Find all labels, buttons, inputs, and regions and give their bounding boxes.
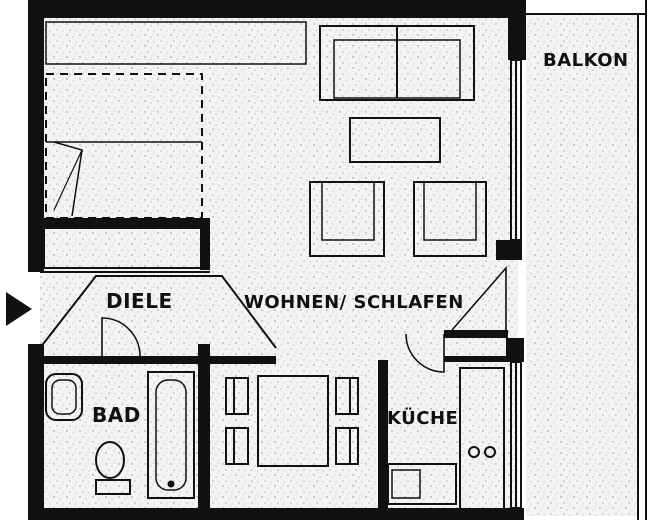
diele-furniture	[39, 227, 277, 349]
dining-table	[257, 375, 329, 467]
armchair-left	[309, 181, 385, 257]
dining-set	[225, 375, 359, 467]
coffee-table	[349, 117, 441, 163]
wall-niche-side	[200, 218, 210, 270]
wall-kueche-left	[378, 360, 388, 510]
toilet	[95, 441, 125, 479]
wall-kueche-top2	[444, 356, 508, 362]
label-wohnen-schlafen: WOHNEN/ SCHLAFEN	[244, 292, 464, 313]
room-labels: BALKON DIELE WOHNEN/ SCHLAFEN BAD KÜCHE	[92, 50, 629, 429]
wall-right-lower	[506, 338, 524, 362]
label-balkon: BALKON	[543, 50, 629, 71]
label-diele: DIELE	[106, 289, 173, 313]
wall-kueche-top	[444, 330, 508, 338]
floor-balkon	[526, 14, 638, 516]
door-bad	[101, 317, 141, 357]
floor-areas	[40, 14, 638, 516]
balcony-outline	[526, 0, 647, 520]
bathtub	[147, 371, 195, 499]
windows	[510, 59, 522, 509]
kitchen-counter	[459, 367, 505, 511]
kitchen-fixtures	[387, 367, 505, 511]
door-kueche	[405, 333, 445, 373]
walls	[28, 0, 526, 520]
sink	[45, 373, 83, 421]
sofa	[319, 25, 475, 101]
armchair-right	[413, 181, 487, 257]
bed	[45, 73, 203, 219]
door-balkon	[451, 265, 507, 331]
doors	[101, 265, 507, 373]
entrance-arrow-icon	[6, 292, 32, 326]
stove-burner	[468, 446, 480, 458]
wall-bed-niche	[44, 218, 208, 228]
wall-right-upper	[508, 14, 526, 60]
kitchen-sink	[387, 463, 457, 505]
wall-diele-bad	[40, 356, 276, 364]
wall-top	[30, 0, 526, 18]
wall-left-upper	[28, 0, 44, 272]
wall-bottom	[36, 508, 524, 520]
label-bad: BAD	[92, 403, 141, 427]
wall-right-mid	[496, 240, 522, 260]
wall-left-lower	[28, 344, 44, 520]
bathroom-fixtures	[45, 371, 195, 499]
label-kueche: KÜCHE	[387, 407, 458, 429]
wall-bad-side	[198, 344, 210, 514]
shelf	[45, 21, 307, 65]
